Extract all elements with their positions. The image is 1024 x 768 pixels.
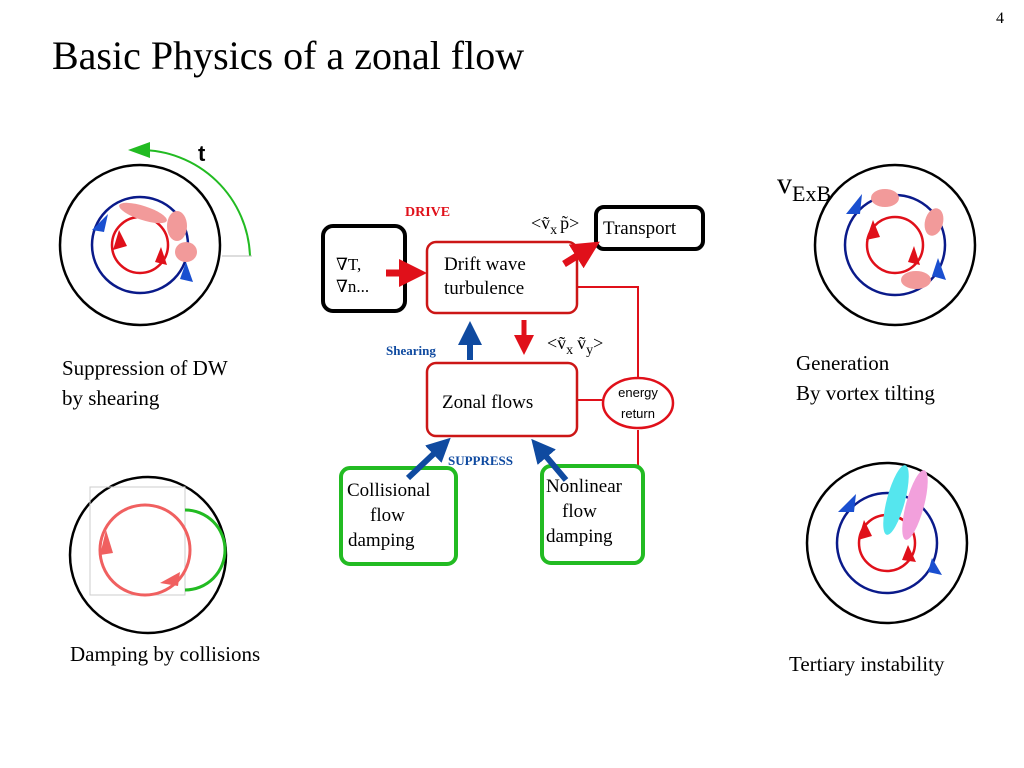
caption-line: Generation — [796, 351, 890, 375]
panel-suppression-shearing: t — [58, 141, 252, 327]
eddy-blob — [119, 202, 167, 224]
eddy-blob — [871, 189, 899, 207]
zonal-flows-box — [425, 361, 579, 438]
arrowhead-red — [155, 247, 167, 265]
time-arc — [139, 149, 251, 257]
vexb-label: vExB — [777, 167, 831, 206]
gradients-label: ∇T, — [336, 255, 361, 274]
suppress-label: SUPPRESS — [448, 453, 513, 468]
eddy-blob — [901, 271, 931, 289]
outer-boundary-circle — [58, 163, 222, 327]
nonlinear-label: flow — [562, 501, 597, 522]
outer-flow-circle — [835, 491, 939, 595]
zonal-flows-label: Zonal flows — [442, 392, 533, 413]
energy-return-label: energy — [618, 385, 658, 400]
transport-label: Transport — [603, 218, 677, 239]
transport-box — [594, 205, 705, 251]
caption-line: Suppression of DW — [62, 356, 228, 380]
arrowhead-blue — [932, 258, 946, 280]
outer-boundary-circle — [68, 475, 228, 635]
arrowhead-blue — [838, 494, 856, 512]
drift-wave-box — [425, 240, 579, 315]
arrowhead-red — [100, 530, 113, 555]
nonlinear-damping-box — [540, 464, 645, 565]
eddy-blob — [924, 208, 944, 236]
eddy-blob — [175, 242, 197, 262]
nonlinear-suppress-arrow — [531, 438, 569, 482]
collisional-label: Collisional — [347, 480, 430, 501]
caption-tertiary: Tertiary instability — [789, 652, 945, 676]
red-flow-circle — [98, 503, 192, 597]
arrowhead-red — [858, 520, 872, 540]
transport-arrow — [562, 241, 600, 269]
nonlinear-label: damping — [546, 526, 613, 547]
slide-title: Basic Physics of a zonal flow — [52, 33, 525, 78]
outer-boundary-circle — [805, 461, 969, 625]
caption-generation: Generation By vortex tilting — [796, 348, 935, 408]
drift-wave-label: turbulence — [444, 278, 524, 299]
arrowhead-blue — [180, 262, 193, 282]
panel-vortex-tilting: vExB — [777, 163, 977, 327]
drive-label: DRIVE — [405, 205, 450, 220]
caption-line: by shearing — [62, 386, 160, 410]
caption-line: By vortex tilting — [796, 381, 935, 405]
flowchart: energy return ∇T, ∇n... Drift wave turbu… — [321, 205, 705, 566]
energy-return-label: return — [621, 406, 655, 421]
arrowhead-red — [160, 572, 180, 586]
cyan-vortex — [883, 465, 909, 535]
panel-tertiary-instability — [805, 461, 969, 625]
collisional-label: flow — [370, 505, 405, 526]
energy-return-line — [578, 286, 639, 380]
arrowhead-red — [908, 246, 920, 265]
caption-damping: Damping by collisions — [70, 642, 261, 666]
panel-damping-collisions — [68, 475, 228, 635]
drift-wave-label: Drift wave — [444, 254, 526, 275]
arrowhead-blue — [928, 558, 942, 575]
energy-return-ellipse — [601, 376, 675, 430]
collisional-damping-box — [339, 466, 458, 566]
arrowhead-blue — [92, 214, 108, 232]
arrowhead-red — [113, 230, 127, 250]
time-arrowhead — [128, 142, 150, 158]
pink-vortex — [902, 470, 928, 540]
collisional-suppress-arrow — [405, 437, 451, 481]
arrowhead-red — [902, 545, 916, 562]
shearing-label: Shearing — [386, 343, 436, 358]
time-label: t — [198, 141, 206, 166]
gradients-label: ∇n... — [336, 277, 369, 296]
caption-suppression: Suppression of DW by shearing — [62, 353, 228, 413]
collisional-label: damping — [348, 530, 415, 551]
page-number: 4 — [996, 10, 1004, 27]
eddy-blob — [167, 211, 187, 241]
inner-flow-circle — [865, 215, 925, 275]
arrowhead-red — [866, 220, 880, 240]
damping-arc — [184, 508, 227, 592]
nonlinear-label: Nonlinear — [546, 476, 623, 497]
outer-boundary-circle — [813, 163, 977, 327]
arrowhead-blue — [846, 194, 862, 214]
